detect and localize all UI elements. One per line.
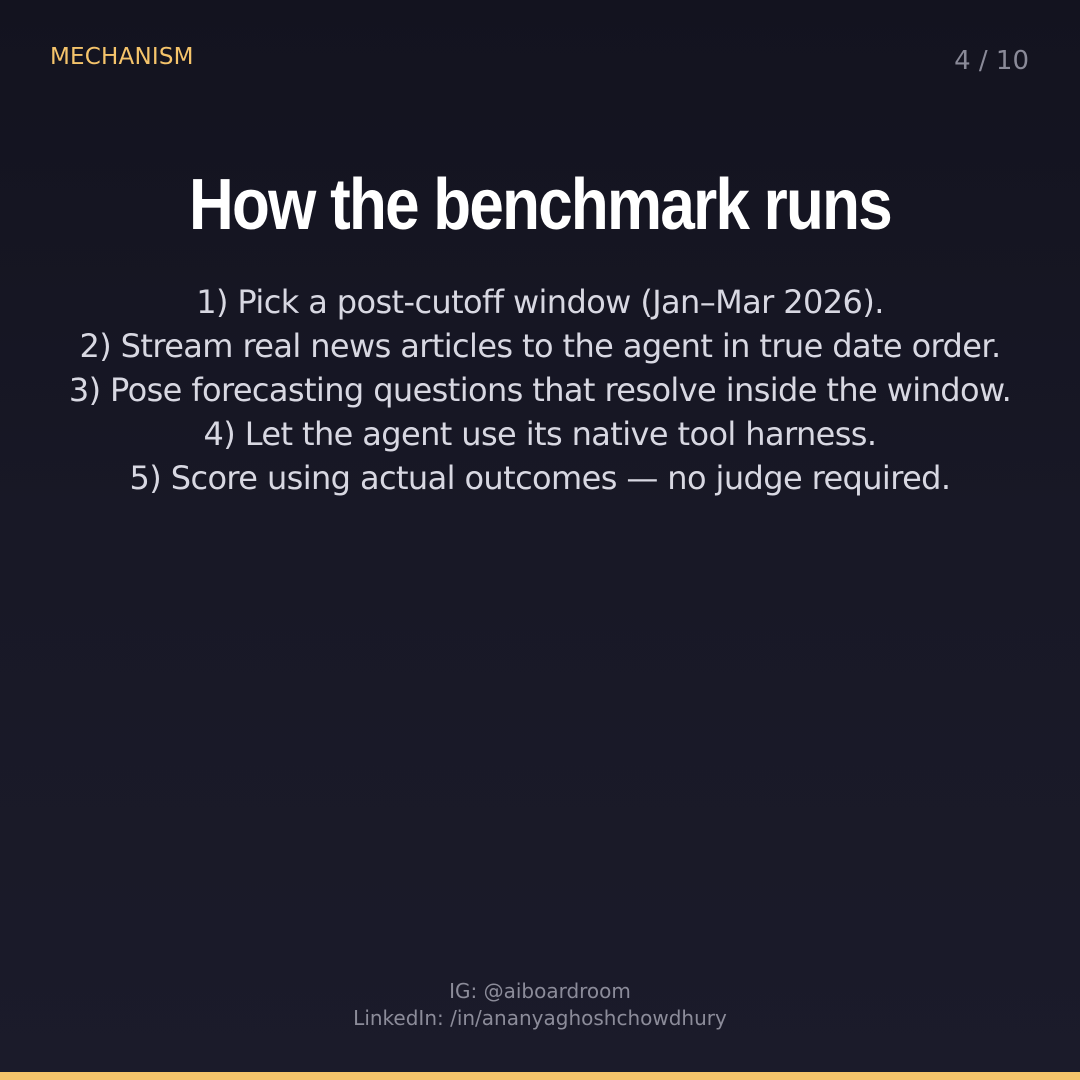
step-item-5: 5) Score using actual outcomes — no judg…	[129, 459, 952, 497]
steps-list: 1) Pick a post-cutoff window (Jan–Mar 20…	[50, 280, 1030, 500]
step-item-4: 4) Let the agent use its native tool har…	[203, 415, 878, 453]
step-item-1: 1) Pick a post-cutoff window (Jan–Mar 20…	[196, 283, 884, 321]
instagram-handle[interactable]: IG: @aiboardroom	[449, 979, 631, 1003]
accent-bar	[0, 1072, 1080, 1080]
section-tag: MECHANISM	[50, 44, 194, 70]
slide-title: How the benchmark runs	[189, 165, 893, 245]
page-counter: 4 / 10	[954, 46, 1029, 76]
linkedin-handle[interactable]: LinkedIn: /in/ananyaghoshchowdhury	[353, 1006, 727, 1030]
step-item-3: 3) Pose forecasting questions that resol…	[68, 371, 1012, 409]
footer: IG: @aiboardroom LinkedIn: /in/ananyagho…	[0, 978, 1080, 1032]
step-item-2: 2) Stream real news articles to the agen…	[79, 327, 1001, 365]
